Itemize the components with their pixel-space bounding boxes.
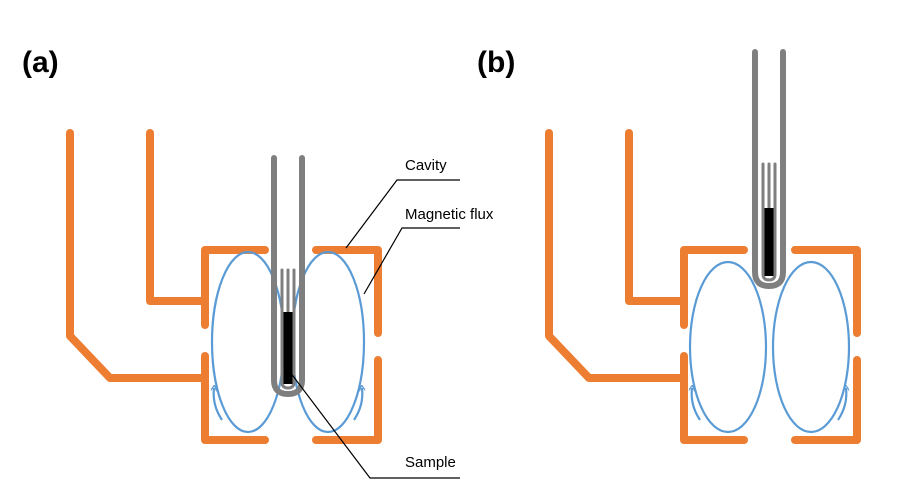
sample-label: Sample xyxy=(405,454,456,471)
inner-tube xyxy=(761,162,777,282)
outer-tube xyxy=(752,49,786,289)
flux-arrow-right xyxy=(353,388,362,421)
panel-a-cavity xyxy=(66,129,382,444)
cavity-label: Cavity xyxy=(405,157,447,174)
waveguide-inner-wall xyxy=(146,129,209,329)
waveguide-left-wall xyxy=(545,129,688,382)
sample-leader-line xyxy=(289,371,460,479)
sample xyxy=(764,208,774,276)
cavity-top-left-wall xyxy=(680,246,748,305)
panel-b: (b) xyxy=(477,46,861,444)
sample xyxy=(283,312,293,384)
panel-a-label: (a) xyxy=(22,46,59,79)
cavity-bottom-left-wall xyxy=(680,374,748,444)
panel-b-cavity xyxy=(545,129,861,444)
panel-a: (a) Cavity xyxy=(22,46,494,479)
panel-b-sample-tube xyxy=(752,49,786,289)
cavity-top-left-wall xyxy=(201,246,269,305)
flux-arrow-right xyxy=(837,388,846,421)
cavity-leader-line xyxy=(345,179,460,249)
waveguide-inner-wall xyxy=(625,129,688,329)
waveguide-left-wall xyxy=(66,129,209,382)
panel-b-magnetic-flux xyxy=(688,260,851,434)
panel-a-callouts: Cavity Magnetic flux Sample xyxy=(289,157,494,479)
cavity-bottom-right-wall xyxy=(312,356,382,444)
flux-loop-left xyxy=(688,260,768,434)
inner-tube xyxy=(280,268,296,390)
magnetic-flux-label: Magnetic flux xyxy=(405,206,494,223)
flux-loop-right xyxy=(771,260,851,434)
magnetic-flux-leader-line xyxy=(363,227,460,295)
cavity-bottom-right-wall xyxy=(791,356,861,444)
cavity-bottom-left-wall xyxy=(201,374,269,444)
outer-tube xyxy=(271,155,305,397)
cavity-top-right-wall xyxy=(312,246,382,337)
flux-arrow-left xyxy=(692,388,701,421)
panel-b-label: (b) xyxy=(477,46,515,79)
cavity-top-right-wall xyxy=(791,246,861,337)
panel-a-sample-tube xyxy=(271,155,305,397)
flux-arrow-left xyxy=(214,388,223,421)
